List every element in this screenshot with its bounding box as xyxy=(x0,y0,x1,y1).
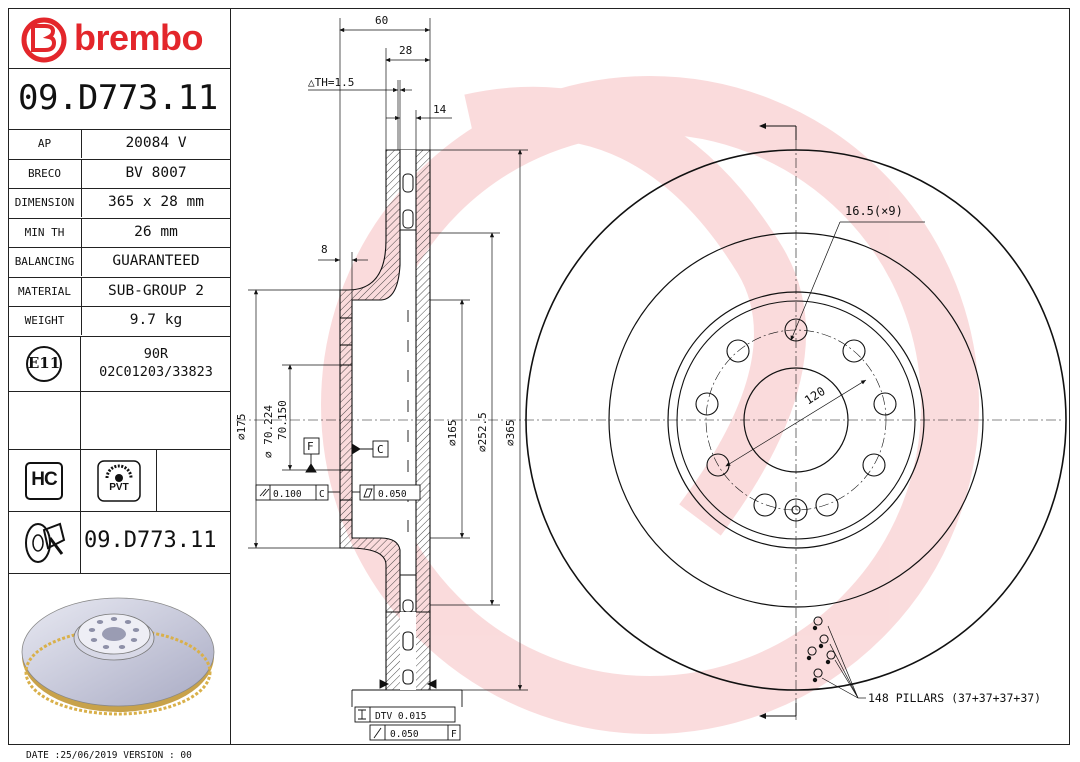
tol-dtv: DTV 0.015 xyxy=(375,711,426,722)
code-repeat-row: 09.D773.11 xyxy=(8,512,231,574)
spec-value: 365 x 28 mm xyxy=(107,194,205,210)
datum-c: C xyxy=(377,443,384,456)
info-panel: brembo 09.D773.11 AP 20084 V BRECO BV 80… xyxy=(8,8,231,745)
spec-label: WEIGHT xyxy=(8,306,82,335)
product-code-box: 09.D773.11 xyxy=(8,68,231,130)
pcd-label: 120 xyxy=(802,384,828,408)
dim-thickness-variation: △TH=1.5 xyxy=(308,76,354,89)
e-mark-text: E11 xyxy=(27,353,61,372)
front-view xyxy=(525,123,1067,719)
code-repeat: 09.D773.11 xyxy=(84,528,217,553)
approval-row: E11 90R 02C01203/33823 xyxy=(8,335,231,392)
spec-row-weight: WEIGHT 9.7 kg xyxy=(8,306,231,337)
approval-line1: 90R xyxy=(143,345,169,362)
spec-row-breco: BRECO BV 8007 xyxy=(8,158,231,189)
spec-value: GUARANTEED xyxy=(112,253,200,269)
pillars-label: 148 PILLARS (37+37+37+37) xyxy=(868,691,1041,705)
spec-value: 20084 V xyxy=(125,135,187,151)
spec-value: BV 8007 xyxy=(125,164,187,181)
dim-28: 28 xyxy=(399,44,412,57)
spec-value: 9.7 kg xyxy=(129,312,183,328)
footer-date-version: DATE :25/06/2019 VERSION : 00 xyxy=(26,750,192,761)
blank-row xyxy=(8,392,231,450)
spec-label: BRECO xyxy=(8,158,82,188)
dim-165: ∅165 xyxy=(446,420,459,447)
dim-252-5: ∅252.5 xyxy=(476,412,489,452)
badges-row: HC PVT xyxy=(8,450,231,512)
spec-label: MATERIAL xyxy=(8,276,82,306)
tol-parallel-ref: C xyxy=(319,489,325,500)
spec-row-material: MATERIAL SUB-GROUP 2 xyxy=(8,276,231,307)
approval-mark-cell: E11 xyxy=(8,335,81,392)
spec-row-dimension: DIMENSION 365 x 28 mm xyxy=(8,188,231,219)
spec-value: 26 mm xyxy=(134,223,178,240)
brand-logo: brembo xyxy=(8,8,231,69)
bolt-hole-label: 16.5(×9) xyxy=(845,204,903,218)
dim-70-min: 70.150 xyxy=(276,400,289,440)
spec-label: DIMENSION xyxy=(8,188,82,217)
pvt-badge-text: PVT xyxy=(109,482,129,493)
dim-365: ∅365 xyxy=(504,420,517,447)
dim-60: 60 xyxy=(375,14,388,27)
tol-parallel: 0.100 xyxy=(273,489,302,500)
spec-label: AP xyxy=(8,129,82,158)
dim-175: ∅175 xyxy=(235,414,248,441)
dim-70-max: ∅ 70.224 xyxy=(262,405,275,458)
spec-label: MIN TH xyxy=(8,217,82,247)
drawing-frame xyxy=(8,8,1070,745)
brand-name: brembo xyxy=(74,17,204,58)
hc-cell: HC xyxy=(8,450,81,512)
pvt-cell: PVT xyxy=(81,450,157,512)
blank-cell xyxy=(8,392,81,450)
dim-8: 8 xyxy=(321,243,328,256)
spec-label: BALANCING xyxy=(8,247,82,276)
tol-flatness: 0.050 xyxy=(378,489,407,500)
spec-row-balancing: BALANCING GUARANTEED xyxy=(8,247,231,278)
brembo-logo-icon xyxy=(21,17,67,63)
disc-profile-icon xyxy=(25,522,66,563)
tol-runout-ref: F xyxy=(451,729,457,740)
hc-badge-icon xyxy=(25,462,63,500)
hc-badge-text: HC xyxy=(31,469,57,490)
dim-14: 14 xyxy=(433,103,447,116)
approval-line2: 02C01203/33823 xyxy=(99,363,213,380)
spec-value: SUB-GROUP 2 xyxy=(107,282,205,299)
product-code: 09.D773.11 xyxy=(18,78,218,118)
disc-icon-cell xyxy=(8,512,81,574)
datum-f: F xyxy=(307,440,314,453)
e-mark-icon xyxy=(26,345,62,382)
spec-row-min-th: MIN TH 26 mm xyxy=(8,217,231,248)
spec-row-ap: AP 20084 V xyxy=(8,129,231,160)
disc-3d-render xyxy=(21,597,215,716)
tol-runout: 0.050 xyxy=(390,729,419,740)
pvt-badge-icon xyxy=(97,460,141,502)
